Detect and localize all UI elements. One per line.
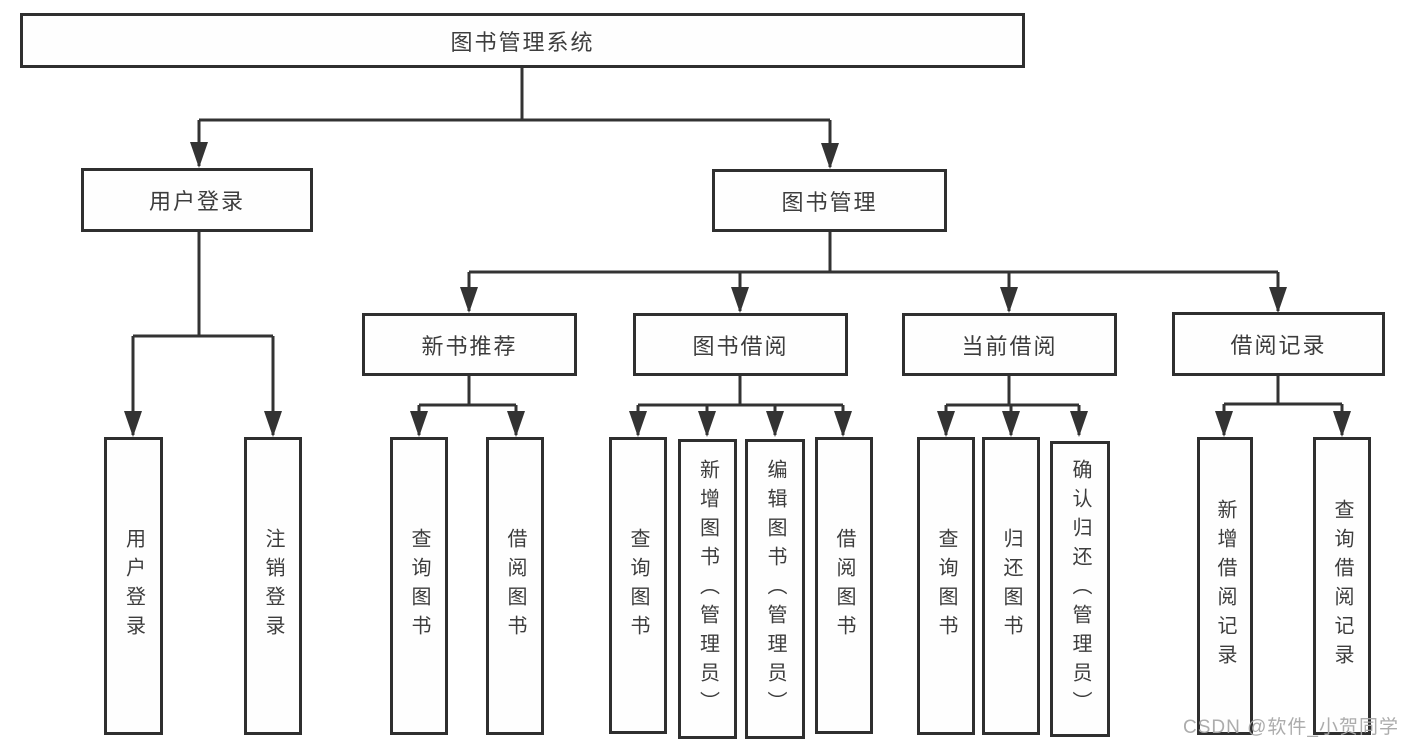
leaf-label: 新增借阅记录 bbox=[1214, 499, 1236, 673]
leaf-label: 查询图书 bbox=[627, 527, 649, 644]
leaf-add-books-admin: 新增图书（管理员） bbox=[678, 439, 737, 739]
node-current-borrow: 当前借阅 bbox=[902, 313, 1117, 376]
leaf-logout: 注销登录 bbox=[244, 437, 302, 735]
leaf-borrow-books-2: 借阅图书 bbox=[815, 437, 873, 734]
leaf-label: 用户登录 bbox=[122, 528, 145, 644]
leaf-label: 查询图书 bbox=[408, 528, 430, 644]
leaf-return-books: 归还图书 bbox=[982, 437, 1040, 735]
leaf-label: 查询图书 bbox=[935, 528, 957, 644]
node-library-management-system: 图书管理系统 bbox=[20, 13, 1025, 68]
node-new-book-recommend: 新书推荐 bbox=[362, 313, 577, 376]
leaf-query-books-1: 查询图书 bbox=[390, 437, 448, 735]
leaf-query-borrow-record: 查询借阅记录 bbox=[1313, 437, 1371, 735]
leaf-confirm-return-admin: 确认归还（管理员） bbox=[1050, 441, 1110, 737]
leaf-label: 编辑图书（管理员） bbox=[764, 458, 786, 720]
node-book-borrow: 图书借阅 bbox=[633, 313, 848, 376]
leaf-label: 新增图书（管理员） bbox=[696, 458, 719, 720]
leaf-label: 注销登录 bbox=[262, 528, 284, 644]
leaf-borrow-books-1: 借阅图书 bbox=[486, 437, 544, 735]
csdn-watermark: CSDN @软件_小贺同学 bbox=[1183, 717, 1399, 738]
leaf-label: 查询借阅记录 bbox=[1331, 499, 1353, 673]
arrowhead-icons bbox=[124, 142, 1351, 437]
node-borrow-record: 借阅记录 bbox=[1172, 312, 1385, 376]
leaf-label: 确认归还（管理员） bbox=[1069, 458, 1091, 720]
leaf-label: 归还图书 bbox=[1000, 528, 1022, 644]
leaf-label: 借阅图书 bbox=[504, 528, 526, 644]
leaf-edit-books-admin: 编辑图书（管理员） bbox=[745, 439, 805, 739]
leaf-add-borrow-record: 新增借阅记录 bbox=[1197, 437, 1253, 735]
leaf-user-login: 用户登录 bbox=[104, 437, 163, 735]
node-book-management: 图书管理 bbox=[712, 169, 947, 232]
leaf-query-books-2: 查询图书 bbox=[609, 437, 667, 734]
leaf-label: 借阅图书 bbox=[833, 527, 855, 644]
node-user-login: 用户登录 bbox=[81, 168, 313, 232]
leaf-query-books-3: 查询图书 bbox=[917, 437, 975, 735]
